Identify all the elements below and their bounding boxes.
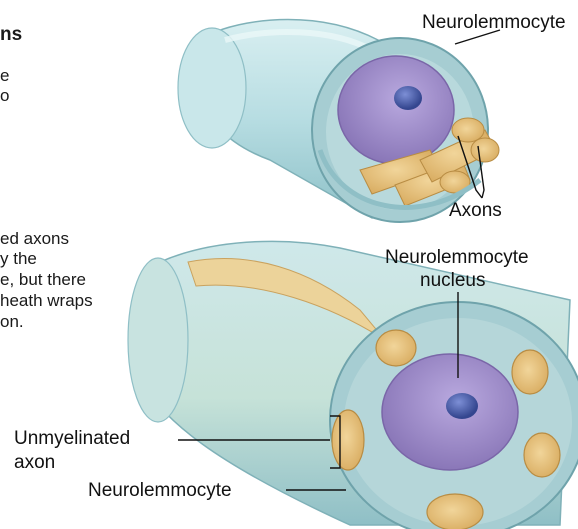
label-unmyelinated-line2: axon [14,452,55,474]
para1-line2: o [0,86,9,106]
para2-line5: on. [0,312,24,332]
para2-line2: y the [0,249,37,269]
label-nucleus-line2: nucleus [420,270,486,292]
label-axons: Axons [449,200,502,222]
label-nucleus-line1: Neurolemmocyte [385,247,529,269]
para2-line3: e, but there [0,270,86,290]
top-nucleus [338,56,454,164]
bottom-nucleolus [446,393,478,419]
label-unmyelinated-line1: Unmyelinated [14,428,130,450]
top-nucleolus [394,86,422,110]
label-bottom-neurolemmocyte: Neurolemmocyte [88,480,232,502]
para2-line1: ed axons [0,229,69,249]
label-top-neurolemmocyte: Neurolemmocyte [422,12,566,34]
top-neurolemmocyte-drawing [178,20,499,223]
para1-line1: e [0,66,9,86]
para2-line4: heath wraps [0,291,93,311]
heading-fragment: ns [0,24,22,46]
